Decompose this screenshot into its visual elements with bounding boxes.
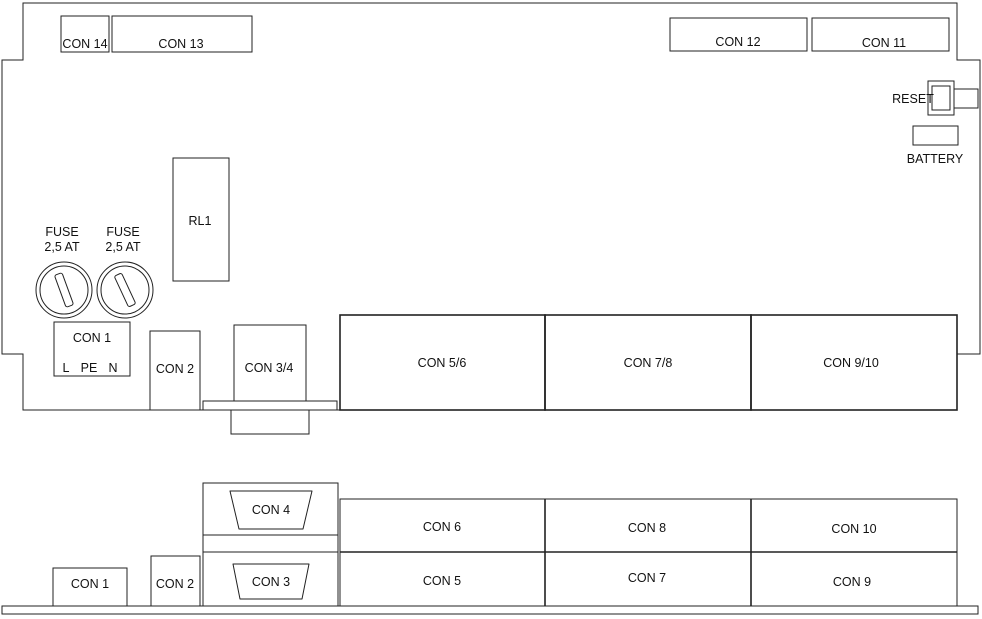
front-base-plate — [1, 605, 979, 615]
con10-front-label: CON 10 — [831, 522, 876, 536]
con14-connector: CON 14 — [60, 15, 110, 53]
battery-part: BATTERY — [907, 125, 964, 166]
battery-label: BATTERY — [907, 152, 964, 166]
con3-dsub: CON 3 — [232, 563, 310, 600]
con1-front: CON 1 — [52, 567, 128, 607]
rl1-label: RL1 — [189, 214, 212, 228]
con910-top-label: CON 9/10 — [823, 356, 879, 370]
con11-connector: CON 11 — [811, 17, 950, 52]
con78-top: CON 7/8 — [544, 314, 752, 411]
fuse-left: FUSE 2,5 AT — [35, 225, 93, 319]
reset-label: RESET — [892, 92, 934, 106]
dsub-block: CON 4 CON 3 — [202, 482, 339, 607]
con13-connector: CON 13 — [111, 15, 253, 53]
con9-front-label: CON 9 — [833, 575, 871, 589]
fuse-right: FUSE 2,5 AT — [96, 225, 154, 319]
con13-label: CON 13 — [158, 37, 203, 51]
con1-top-label: CON 1 — [73, 331, 111, 345]
reset-button-part: RESET — [892, 80, 979, 116]
con5-front-label: CON 5 — [423, 574, 461, 588]
con2-front: CON 2 — [150, 555, 201, 607]
fuse-right-line2: 2,5 AT — [105, 240, 141, 254]
con2-top: CON 2 — [149, 330, 201, 411]
con910-top: CON 9/10 — [750, 314, 958, 411]
con1-front-label: CON 1 — [71, 577, 109, 591]
con3-front-label: CON 3 — [252, 575, 290, 589]
con56-top: CON 5/6 — [339, 314, 546, 411]
terminal-blocks-front: CON 6 CON 5 CON 8 CON 7 CON 10 CON 9 — [339, 498, 958, 607]
con14-label: CON 14 — [62, 37, 107, 51]
con6-front-label: CON 6 — [423, 520, 461, 534]
board-outline — [1, 2, 981, 411]
con56-top-label: CON 5/6 — [418, 356, 467, 370]
fuse-right-line1: FUSE — [106, 225, 139, 239]
con12-label: CON 12 — [715, 35, 760, 49]
con4-front-label: CON 4 — [252, 503, 290, 517]
con34-top: CON 3/4 — [202, 324, 338, 435]
con1-pin-n: N — [108, 361, 117, 375]
fuse-left-line2: 2,5 AT — [44, 240, 80, 254]
con2-front-label: CON 2 — [156, 577, 194, 591]
con7-front-label: CON 7 — [628, 571, 666, 585]
con1-top: CON 1 L PE N — [53, 321, 131, 377]
con11-label: CON 11 — [862, 36, 906, 50]
con1-pin-l: L — [63, 361, 70, 375]
front-view: CON 1 CON 2 CON 4 CON 3 — [1, 482, 979, 615]
fuse-left-line1: FUSE — [45, 225, 78, 239]
con34-top-label: CON 3/4 — [245, 361, 294, 375]
con78-top-label: CON 7/8 — [624, 356, 673, 370]
con1-pin-pe: PE — [81, 361, 98, 375]
relay-rl1: RL1 — [172, 157, 230, 282]
con4-dsub: CON 4 — [229, 490, 313, 530]
con12-connector: CON 12 — [669, 17, 808, 52]
con2-top-label: CON 2 — [156, 362, 194, 376]
top-view: CON 14 CON 13 CON 12 CON 11 RESET BATTER… — [1, 2, 981, 435]
con8-front-label: CON 8 — [628, 521, 666, 535]
